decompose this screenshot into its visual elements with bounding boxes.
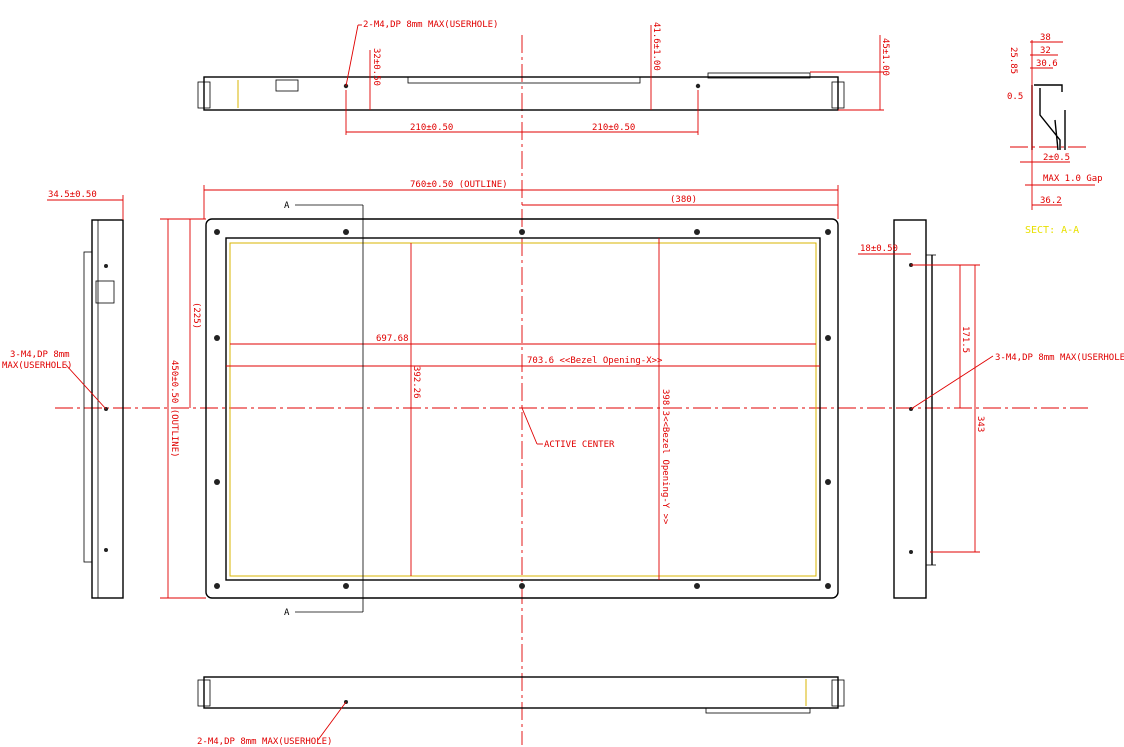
dim-hole-height: 32±0.50	[371, 48, 381, 86]
section-mark-top: A	[284, 201, 290, 211]
dim-outline-width: 760±0.50 (OUTLINE)	[410, 180, 508, 190]
dim-38: 38	[1040, 33, 1051, 43]
dim-half-height: (225)	[191, 302, 201, 329]
dim-0-5: 0.5	[1007, 92, 1023, 102]
bottom-view: 2-M4,DP 8mm MAX(USERHOLE)	[197, 676, 845, 747]
bottom-hole-note: 2-M4,DP 8mm MAX(USERHOLE)	[197, 737, 332, 747]
dim-half-width: (380)	[670, 195, 697, 205]
dim-36-2: 36.2	[1040, 196, 1062, 206]
dim-30-6: 30.6	[1036, 59, 1058, 69]
dim-active-x: 697.68	[376, 334, 409, 344]
left-view: 34.5±0.50 3-M4,DP 8mm MAX(USERHOLE)	[2, 190, 124, 599]
dim-depth-mid: 41.6±1.00	[651, 22, 661, 71]
dim-depth-max: 45±1.00	[880, 38, 890, 76]
dim-hole-offset: 18±0.50	[860, 244, 898, 254]
dim-171-5: 171.5	[960, 326, 970, 353]
left-hole-note-1: 3-M4,DP 8mm	[10, 350, 70, 360]
left-hole-note-2: MAX(USERHOLE)	[2, 361, 72, 371]
top-view: 2-M4,DP 8mm MAX(USERHOLE) 32±0.50 41.6±1…	[197, 20, 890, 135]
right-hole-note: 3-M4,DP 8mm MAX(USERHOLE)	[995, 353, 1124, 363]
dim-32: 32	[1040, 46, 1051, 56]
front-view: 760±0.50 (OUTLINE) (380) 450±0.50 (OUTLI…	[160, 180, 839, 618]
section-title: SECT: A-A	[1025, 225, 1079, 236]
dim-left-depth: 34.5±0.50	[48, 190, 97, 200]
dim-bezel-y: 398.3<<Bezel Opening-Y >>	[660, 389, 670, 525]
section-a-a: 38 32 30.6 25.85 0.5 2±0.5 MAX 1.0 Gap 3…	[1007, 33, 1103, 236]
section-mark-bottom: A	[284, 608, 290, 618]
dim-active-y: 392.26	[411, 366, 421, 399]
active-center-note: ACTIVE CENTER	[544, 440, 615, 450]
dim-outline-height: 450±0.50 (OUTLINE)	[169, 360, 179, 458]
dim-hole-right: 210±0.50	[592, 123, 635, 133]
dim-hole-left: 210±0.50	[410, 123, 453, 133]
dim-bezel-x: 703.6 <<Bezel Opening-X>>	[527, 356, 663, 366]
top-hole-note: 2-M4,DP 8mm MAX(USERHOLE)	[363, 20, 498, 30]
right-view: 18±0.50 171.5 343 3-M4,DP 8mm MAX(USERHO…	[858, 219, 1124, 599]
dim-25-85: 25.85	[1008, 47, 1018, 74]
gap-note: MAX 1.0 Gap	[1043, 174, 1103, 184]
dim-343: 343	[975, 416, 985, 432]
dim-gap: 2±0.5	[1043, 153, 1070, 163]
